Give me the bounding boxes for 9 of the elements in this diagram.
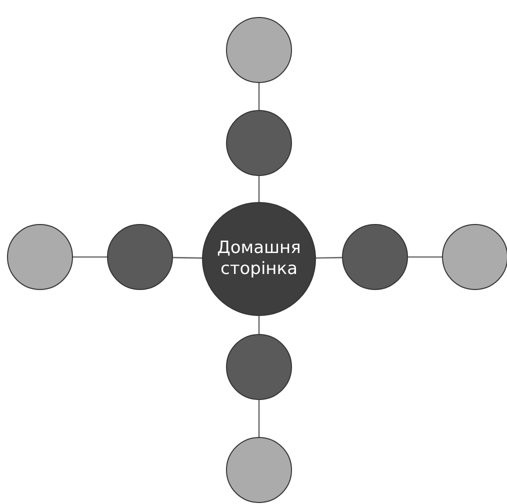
connector-line: [258, 400, 260, 437]
node-label: Домашня сторінка: [216, 238, 302, 280]
connector-line: [258, 176, 260, 202]
connector-line: [316, 256, 342, 259]
connector-line: [258, 316, 260, 334]
connector-line: [73, 256, 107, 258]
connector-line: [172, 256, 202, 259]
connector-line: [408, 256, 442, 258]
connector-line: [258, 83, 260, 110]
